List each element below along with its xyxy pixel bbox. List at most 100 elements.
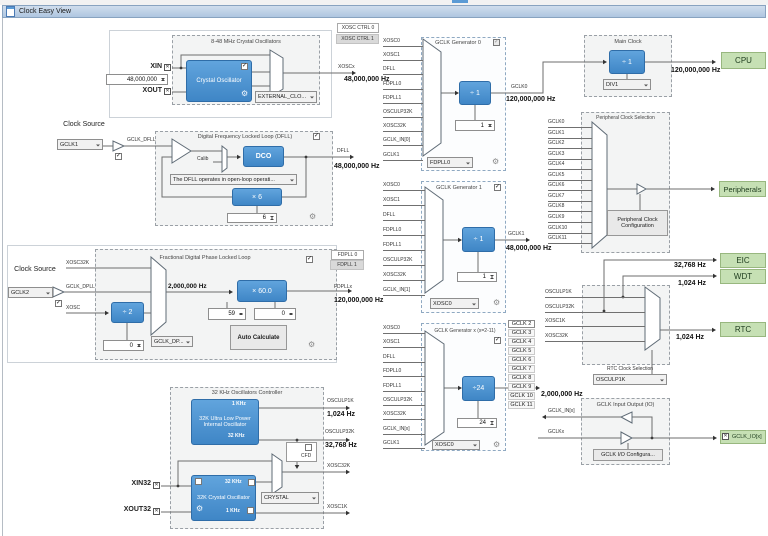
gclkio-pin-icon (722, 433, 729, 440)
cfd-checkbox[interactable] (305, 444, 312, 451)
genx-out-freq: 2,000,000 Hz (541, 391, 583, 398)
fdpll-ldr-spinner[interactable]: 59 (208, 308, 246, 320)
genx-enable-checkbox[interactable] (494, 337, 501, 344)
gen1-source-dropdown[interactable]: XOSC0 (430, 298, 479, 309)
fdpll-ref-divider-spinner[interactable]: 0 (103, 340, 144, 351)
gen1-out-signal: GCLK1 (508, 231, 525, 237)
xosc-settings-gear-icon[interactable] (241, 90, 248, 98)
top-strip (0, 0, 768, 5)
dfll-dco-block[interactable]: DCO (243, 146, 284, 167)
genx-output-tag: GCLK 2 (508, 320, 535, 328)
osculp-1k-tap: 1 KHz (232, 401, 246, 407)
xosc-mode-dropdown[interactable]: EXTERNAL_CLO... (255, 91, 317, 103)
gen0-out-freq: 120,000,000 Hz (506, 96, 556, 103)
fdpll-enable-checkbox[interactable] (306, 256, 313, 263)
gen1-divider-block[interactable]: ÷ 1 (462, 227, 495, 252)
gen1-out-freq: 48,000,000 Hz (506, 245, 552, 252)
gen1-settings-gear-icon[interactable] (493, 299, 500, 307)
xosc-ctrl0-tag: XOSC CTRL 0 (337, 23, 379, 33)
fdpll-in-xosc32k: XOSC32K (66, 260, 90, 266)
genx-divider-spinner[interactable]: 24 (457, 418, 497, 428)
wdt-endpoint: WDT (720, 269, 766, 284)
rtc-input: XOSC1K (545, 317, 645, 327)
xosc32k-1k-checkbox[interactable] (247, 507, 254, 514)
osculp1k-out-signal: OSCULP1K (327, 398, 354, 404)
osc32k-title: 32 KHz Oscillators Controller (211, 390, 283, 396)
genx-output-tag: GCLK 9 (508, 383, 535, 391)
gen1-input: GCLK_IN[1] (383, 286, 425, 296)
genx-output-tag: GCLK 11 (508, 401, 535, 409)
fdpll-source-checkbox[interactable] (55, 300, 62, 307)
genx-source-dropdown[interactable]: XOSC0 (432, 440, 480, 450)
fdpll-auto-calculate-button[interactable]: Auto Calculate (230, 325, 287, 350)
fdpll-source-dropdown[interactable]: GCLK2 (8, 287, 53, 298)
cpu-freq: 120,000,000 Hz (671, 67, 721, 74)
gen0-settings-gear-icon[interactable] (492, 158, 499, 166)
fdpll1-tag: FDPLL 1 (330, 260, 364, 270)
dfll-multiplier-spinner[interactable]: 6 (227, 213, 277, 223)
fdpll-clock-source-label: Clock Source (14, 266, 56, 273)
fdpll-ref-dropdown[interactable]: GCLK_DP... (151, 336, 193, 347)
rtc-input: XOSC32K (545, 332, 645, 342)
genx-settings-gear-icon[interactable] (493, 441, 500, 449)
genx-input: GCLK_IN[x] (383, 425, 425, 435)
xosc32k-enable-checkbox[interactable] (195, 478, 202, 485)
xosc32k-mode-dropdown[interactable]: CRYSTAL (261, 492, 319, 504)
dfll-enable-checkbox[interactable] (313, 133, 320, 140)
fdpll-title: Fractional Digital Phase Locked Loop (159, 255, 251, 261)
gen0-divider-block[interactable]: ÷ 1 (459, 81, 491, 105)
periph-config-button[interactable]: Peripheral Clock Configuration (607, 210, 668, 236)
xosc-ctrl1-tag: XOSC CTRL 1 (336, 34, 379, 44)
fdpll-out-signal: FDPLLx (334, 284, 353, 290)
osculp-32k-tap: 32 KHz (228, 433, 245, 439)
xosc-out-signal: XOSCx (338, 64, 355, 70)
gen0-divider-spinner[interactable]: 1 (455, 120, 495, 131)
gclkio-config-button[interactable]: GCLK I/O Configura... (593, 449, 663, 461)
osculp32k-block[interactable]: 32K Ultra Low Power Internal Oscillator (191, 399, 259, 445)
gen1-enable-checkbox[interactable] (494, 184, 501, 191)
mainclk-div-dropdown[interactable]: DIV1 (603, 79, 651, 90)
xosc-frequency-spinner[interactable]: 48,000,000 (106, 74, 168, 85)
xosc32k-32k-tap: 32 KHz (225, 479, 242, 485)
fdpll-ref-divider-block[interactable]: ÷ 2 (111, 302, 144, 323)
xosc-enable-checkbox[interactable] (241, 63, 248, 70)
periph-input: GCLK10 (548, 224, 592, 234)
fdpll-ldrfrac-spinner[interactable]: 0 (254, 308, 296, 320)
xosc32k-32k-checkbox[interactable] (248, 479, 255, 486)
dfll-settings-gear-icon[interactable] (309, 213, 316, 221)
xosc32k-1k-tap: 1 KHz (226, 508, 240, 514)
dfll-mode-dropdown[interactable]: The DFLL operates in open-loop operati..… (170, 174, 297, 185)
periph-input: GCLK9 (548, 213, 592, 223)
dfll-source-checkbox[interactable] (115, 153, 122, 160)
accent-fragment (452, 0, 468, 3)
rtc-source-dropdown[interactable]: OSCULP1K (593, 374, 667, 385)
dfll-source-dropdown[interactable]: GCLK1 (57, 139, 103, 150)
window-title: Clock Easy View (19, 8, 72, 15)
fdpll-in-gclk: GCLK_DPLL (66, 284, 95, 290)
fdpll-settings-gear-icon[interactable] (308, 341, 315, 349)
eic-endpoint: EIC (720, 253, 766, 268)
periph-input: GCLK2 (548, 139, 592, 150)
cpu-endpoint: CPU (721, 52, 766, 69)
xosc1k-out-signal: XOSC1K (327, 504, 348, 510)
gen0-input: DFLL (383, 65, 423, 76)
fdpll-multiplier-block[interactable]: × 60.0 (237, 280, 287, 302)
gen1-input: XOSC0 (383, 181, 425, 191)
xosc32k-settings-gear-icon[interactable] (196, 505, 203, 513)
gen0-source-dropdown[interactable]: FDPLL0 (427, 157, 473, 168)
genx-divider-block[interactable]: ÷24 (462, 376, 495, 401)
dfll-out-freq: 48,000,000 Hz (334, 163, 380, 170)
genx-output-tag: GCLK 7 (508, 365, 535, 373)
gclkio-title: GCLK Input Output (IO) (596, 402, 655, 408)
gen0-enable-checkbox[interactable] (493, 39, 500, 46)
cfd-label: CFD (301, 453, 312, 459)
eic-freq: 32,768 Hz (674, 262, 706, 269)
rtc-title: RTC Clock Selection (606, 366, 654, 372)
dfll-title: Digital Frequency Locked Loop (DFLL) (197, 134, 293, 140)
mainclk-divider-block[interactable]: ÷ 1 (609, 50, 645, 74)
gen1-divider-spinner[interactable]: 1 (457, 272, 497, 282)
dfll-multiplier-block[interactable]: × 6 (232, 188, 282, 206)
xout-pin-icon (164, 88, 171, 95)
fdpll0-tag: FDPLL 0 (331, 250, 364, 260)
